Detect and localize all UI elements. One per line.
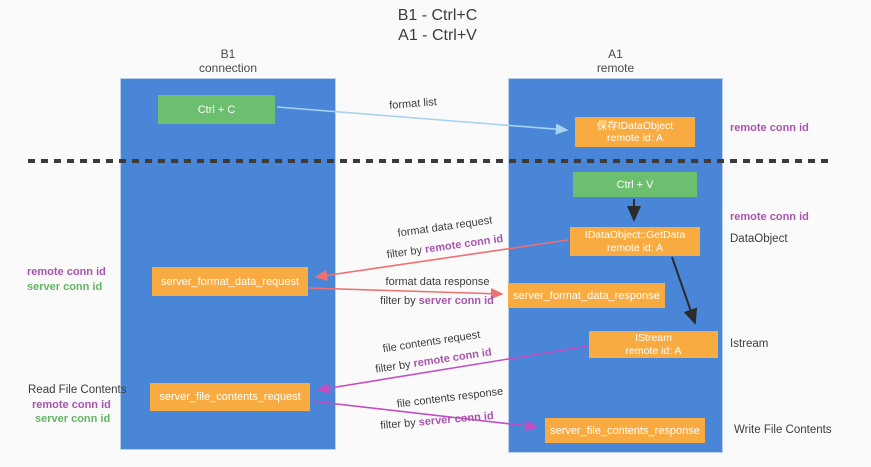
ctrl-v-label: Ctrl + V (616, 178, 654, 191)
idataobject-getdata-box: IDataObject::GetData remote id: A (570, 227, 700, 256)
title-line-b1: B1 - Ctrl+C (397, 7, 478, 24)
lane-b1-role: connection (198, 61, 258, 75)
server-file-contents-request-label: server_file_contents_request (159, 391, 301, 403)
server-conn-id-key: server conn id (418, 295, 494, 307)
read-file-contents-label: Read File Contents (28, 384, 127, 396)
server-format-data-response-label: server_format_data_response (513, 289, 660, 302)
ctrl-c-box: Ctrl + C (158, 95, 275, 124)
istream-side-label: Istream (730, 338, 769, 350)
server-format-data-request-box: server_format_data_request (152, 267, 308, 296)
diagram-title: B1 - Ctrl+C A1 - Ctrl+V (330, 6, 545, 46)
remote-conn-id-key: remote conn id (412, 346, 493, 370)
ctrl-v-box: Ctrl + V (573, 172, 697, 197)
format-data-response-label: format data response (385, 276, 490, 288)
lane-b1-name: B1 (220, 47, 236, 61)
server-file-contents-response-box: server_file_contents_response (545, 418, 705, 443)
phase-separator-dashed-line (28, 159, 834, 163)
ctrl-c-label: Ctrl + C (197, 103, 236, 116)
file-contents-response-label: file contents response (396, 385, 504, 411)
getdata-line2: remote id: A (606, 241, 664, 254)
istream-line2: remote id: A (625, 344, 682, 357)
save-idataobject-line1: 保存IDataObject (596, 119, 674, 132)
server-conn-id-label-left-bottom: server conn id (35, 413, 111, 425)
filter-by-text: filter by (386, 243, 426, 262)
file-contents-response-filter-label: filter by server conn id (376, 410, 499, 433)
format-data-response-arrow (308, 287, 504, 300)
save-idataobject-box: 保存IDataObject remote id: A (575, 117, 695, 147)
server-file-contents-request-box: server_file_contents_request (150, 383, 310, 411)
istream-box: IStream remote id: A (589, 331, 718, 358)
lane-header-a1: A1 remote (508, 47, 723, 75)
filter-by-text: filter by (380, 295, 419, 307)
dataobject-label: DataObject (730, 233, 788, 245)
server-conn-id-label-left: server conn id (27, 281, 103, 293)
remote-conn-id-key: remote conn id (424, 232, 504, 256)
lane-header-b1: B1 connection (120, 47, 336, 75)
save-idataobject-line2: remote id: A (606, 132, 664, 144)
write-file-contents-label: Write File Contents (734, 424, 832, 436)
filter-by-text: filter by (374, 358, 415, 376)
remote-conn-id-label-left: remote conn id (27, 266, 106, 278)
lane-a1-role: remote (596, 61, 635, 75)
server-format-data-request-label: server_format_data_request (160, 275, 300, 288)
server-conn-id-key: server conn id (418, 410, 495, 429)
remote-conn-id-label-right-top: remote conn id (730, 122, 809, 134)
filter-by-text: filter by (379, 416, 420, 432)
title-line-a1: A1 - Ctrl+V (398, 27, 477, 44)
lane-a1-name: A1 (608, 47, 623, 61)
format-data-response-filter-label: filter by server conn id (376, 295, 498, 307)
remote-conn-id-label-left-bottom: remote conn id (32, 399, 111, 411)
istream-line1: IStream (635, 332, 672, 344)
getdata-line1: IDataObject::GetData (584, 229, 686, 241)
format-list-label: format list (388, 96, 438, 112)
remote-conn-id-label-right-mid: remote conn id (730, 211, 809, 223)
server-format-data-response-box: server_format_data_response (508, 283, 665, 308)
server-file-contents-response-label: server_file_contents_response (550, 424, 700, 437)
